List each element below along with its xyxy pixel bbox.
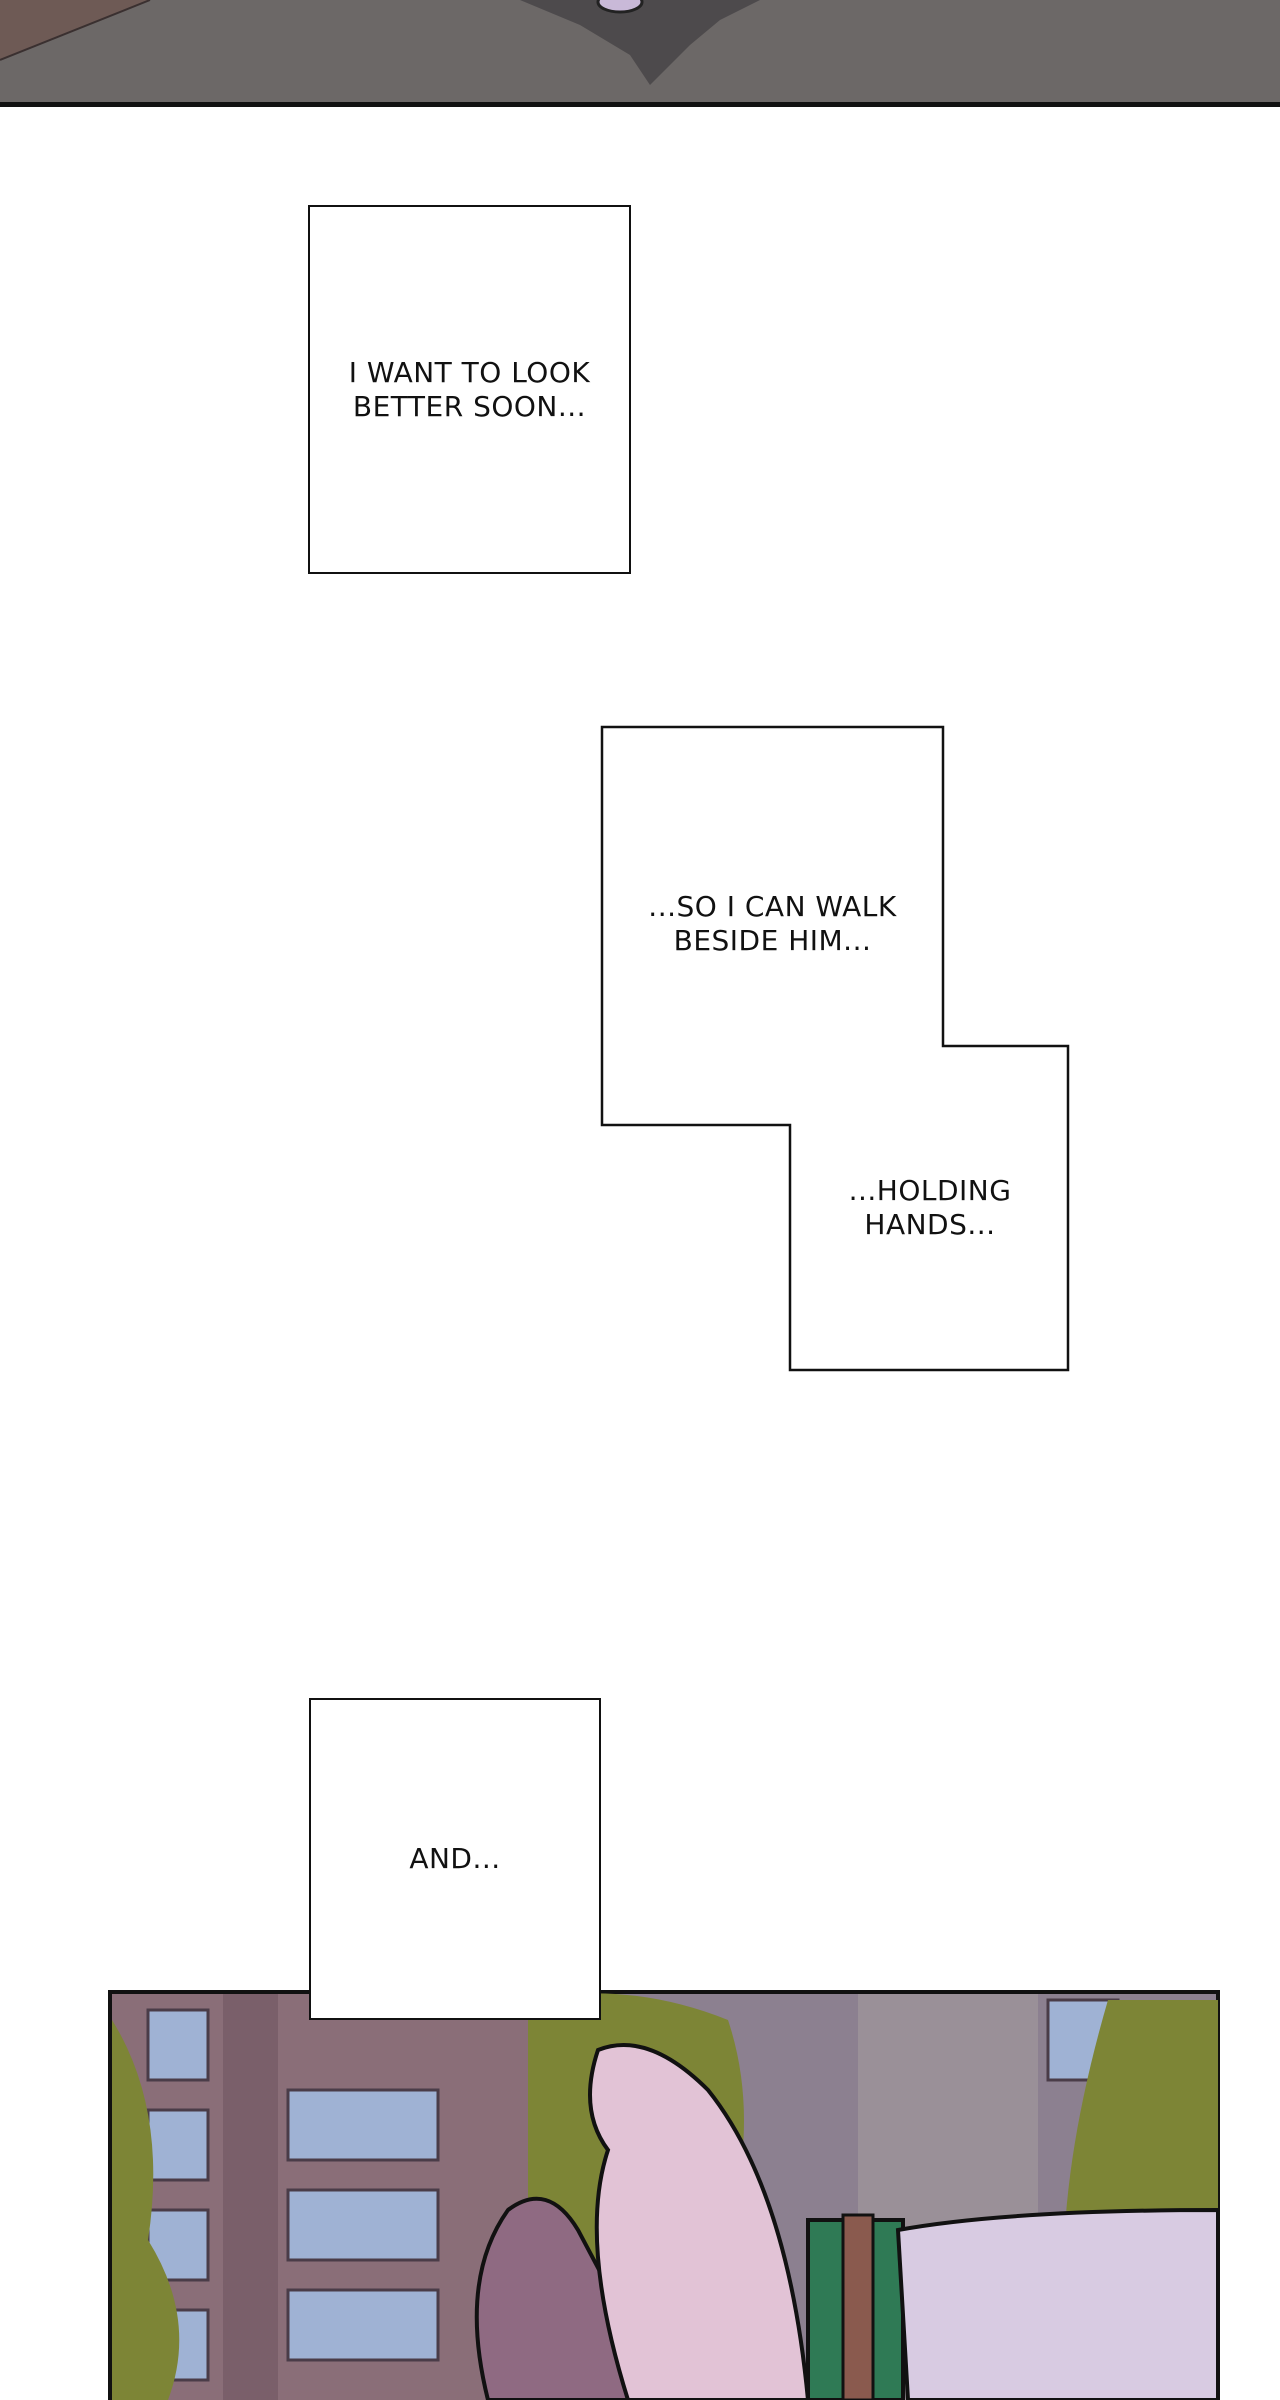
caption-box-want-to-look-better: I WANT TO LOOK BETTER SOON...: [308, 205, 631, 574]
caption-box-stepped-outline: [600, 725, 1070, 1372]
caption-text: I WANT TO LOOK BETTER SOON...: [348, 355, 591, 423]
caption-text-walk-beside-him: ...SO I CAN WALK BESIDE HIM...: [648, 890, 897, 957]
caption-text-holding-hands: ...HOLDING HANDS...: [848, 1174, 1012, 1241]
caption-box-and: AND...: [309, 1698, 601, 2020]
top-panel-pavement-art: [0, 0, 1280, 107]
bottom-panel-holding-hands-art: [108, 1990, 1220, 2400]
caption-text: AND...: [409, 1842, 501, 1875]
